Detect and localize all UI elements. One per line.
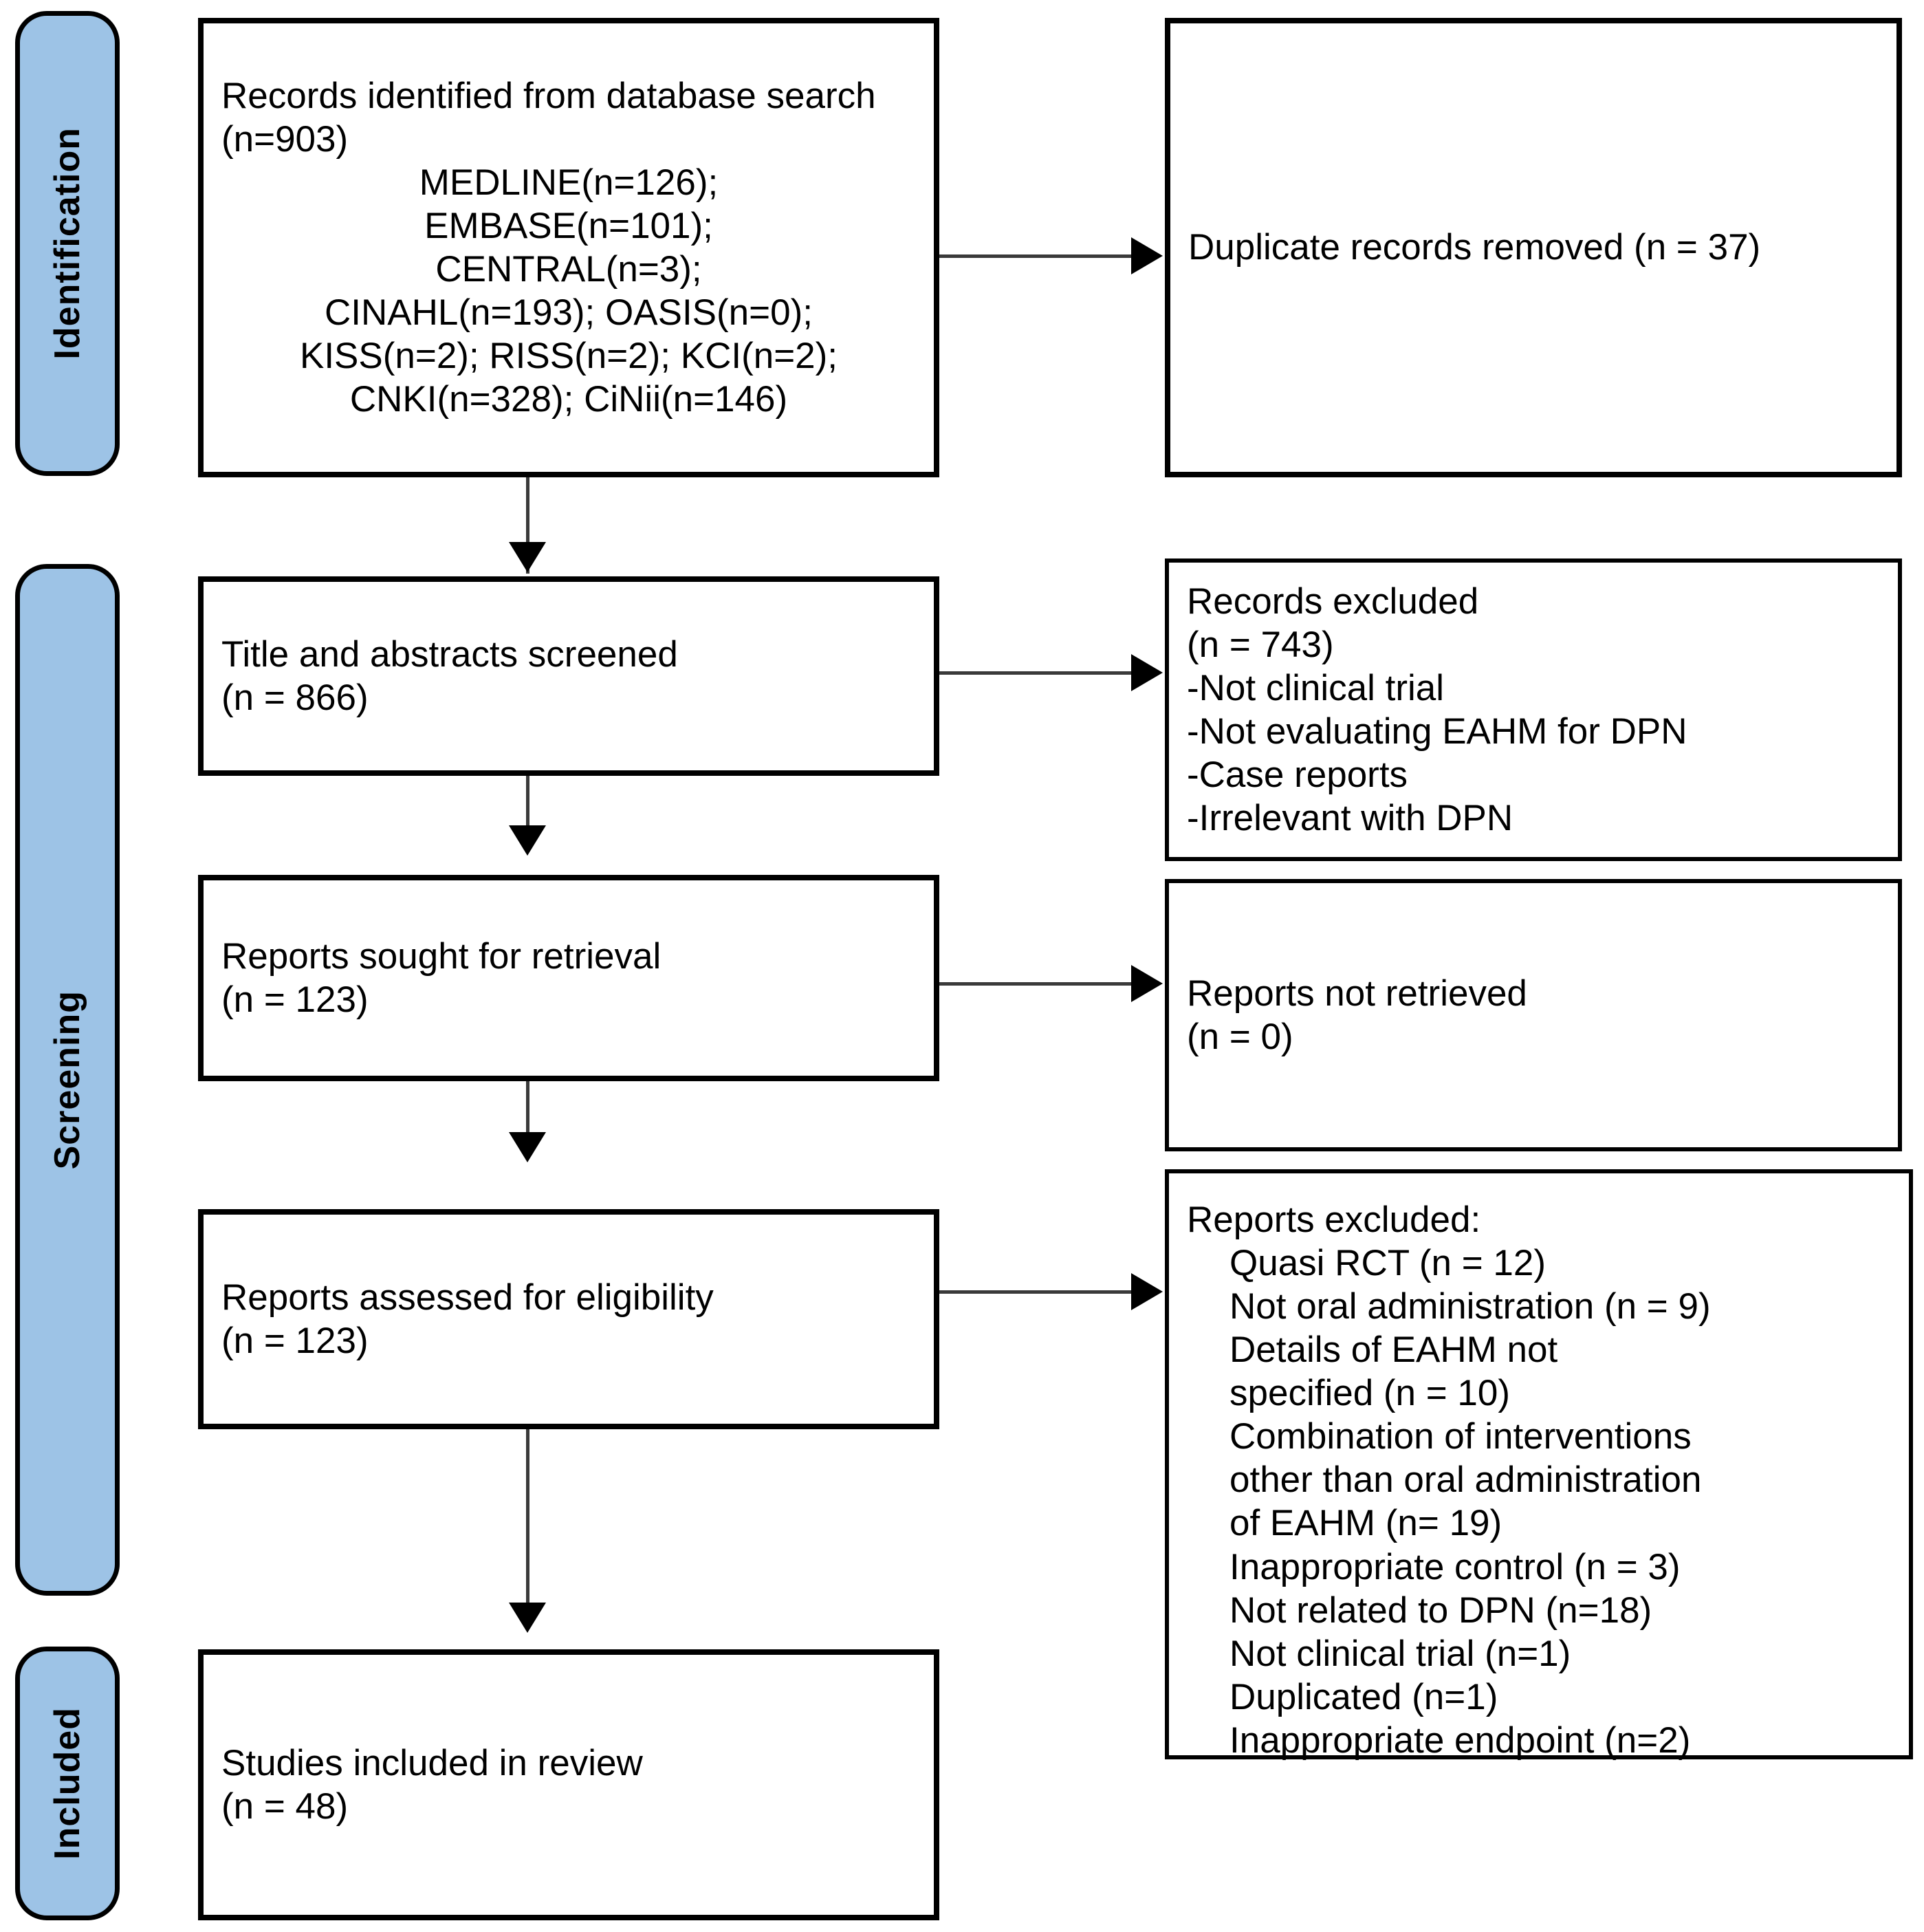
box-titles-screened: Title and abstracts screened (n = 866) — [198, 576, 939, 776]
arrow-assessed-to-included — [509, 1603, 546, 1633]
arrow-assessed-to-excluded — [1131, 1273, 1163, 1310]
arrow-identified-to-screened — [509, 542, 546, 572]
box-reports-excluded: Reports excluded: Quasi RCT (n = 12) Not… — [1165, 1169, 1913, 1761]
stage-label-included: Included — [47, 1707, 87, 1860]
connector-screened-to-sought — [526, 776, 529, 850]
studies-included-text: Studies included in review (n = 48) — [221, 1742, 643, 1827]
connector-assessed-to-excluded — [939, 1290, 1133, 1294]
records-excluded-text: Records excluded (n = 743) -Not clinical… — [1187, 580, 1687, 839]
reports-assessed-text: Reports assessed for eligibility (n = 12… — [221, 1277, 714, 1361]
stage-tab-screening: Screening — [15, 564, 120, 1596]
box-records-identified: Records identified from database search … — [198, 18, 939, 477]
stage-tab-identification: Identification — [15, 11, 120, 476]
reports-not-retrieved-text: Reports not retrieved (n = 0) — [1187, 973, 1527, 1057]
box-reports-sought: Reports sought for retrieval (n = 123) — [198, 875, 939, 1081]
arrow-sought-to-not-retrieved — [1131, 965, 1163, 1002]
records-identified-sources: MEDLINE(n=126); EMBASE(n=101); CENTRAL(n… — [299, 162, 838, 420]
arrow-identified-to-duplicates — [1131, 237, 1163, 274]
records-identified-lead: Records identified from database search … — [221, 75, 886, 160]
connector-screened-to-excluded — [939, 671, 1133, 675]
stage-label-screening: Screening — [47, 990, 87, 1170]
stage-tab-included: Included — [15, 1647, 120, 1920]
arrow-sought-to-assessed — [509, 1132, 546, 1162]
connector-identified-to-screened — [526, 477, 529, 574]
box-duplicates-removed: Duplicate records removed (n = 37) — [1165, 18, 1902, 477]
box-studies-included: Studies included in review (n = 48) — [198, 1649, 939, 1920]
connector-sought-to-not-retrieved — [939, 982, 1133, 986]
reports-sought-text: Reports sought for retrieval (n = 123) — [221, 935, 662, 1020]
box-records-excluded: Records excluded (n = 743) -Not clinical… — [1165, 558, 1902, 861]
connector-identified-to-duplicates — [939, 254, 1133, 258]
connector-sought-to-assessed — [526, 1081, 529, 1157]
reports-excluded-reasons: Quasi RCT (n = 12) Not oral administrati… — [1229, 1243, 1711, 1761]
arrow-screened-to-excluded — [1131, 654, 1163, 691]
duplicates-removed-text: Duplicate records removed (n = 37) — [1188, 227, 1761, 268]
box-reports-assessed: Reports assessed for eligibility (n = 12… — [198, 1209, 939, 1429]
arrow-screened-to-sought — [509, 825, 546, 856]
box-reports-not-retrieved: Reports not retrieved (n = 0) — [1165, 879, 1902, 1151]
titles-screened-text: Title and abstracts screened (n = 866) — [221, 633, 678, 718]
reports-excluded-heading: Reports excluded: — [1187, 1200, 1481, 1240]
stage-label-identification: Identification — [47, 127, 87, 360]
connector-assessed-to-included — [526, 1429, 529, 1629]
